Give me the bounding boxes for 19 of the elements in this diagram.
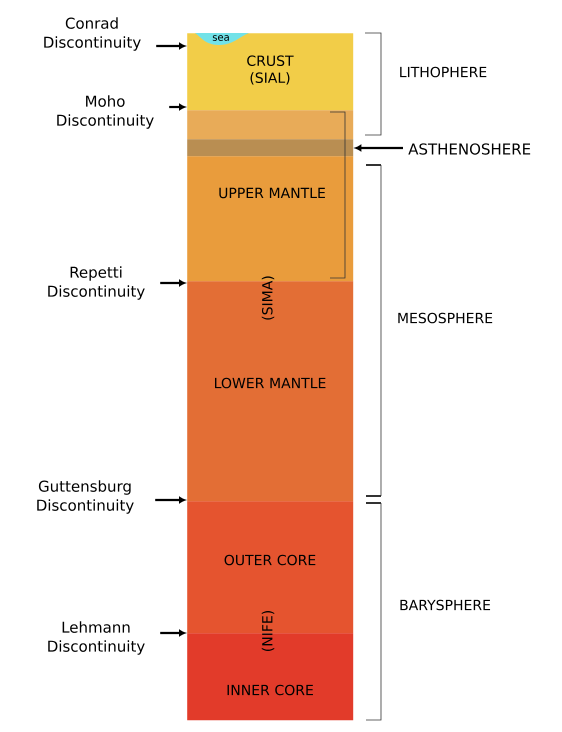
arrow <box>355 144 403 152</box>
layer-label: Repetti Discontinuity <box>48 266 145 300</box>
sphere-label: LITHOPHERE <box>400 66 486 78</box>
layer-band <box>187 139 354 156</box>
arrow <box>160 630 186 636</box>
arrow <box>169 104 186 110</box>
layer-band <box>187 110 354 140</box>
rotated-label: (SIMA) <box>262 276 274 320</box>
layer-label: Conrad Discontinuity <box>44 17 141 51</box>
rotated-label: (NIFE) <box>262 611 274 651</box>
arrow <box>156 42 186 50</box>
arrow <box>160 280 186 286</box>
layer-label: ASTHENOSHERE <box>408 143 530 155</box>
sphere-label: BARYSPHERE <box>400 600 490 610</box>
layer-label: Lehmann Discontinuity <box>48 621 145 655</box>
arrow <box>155 496 186 504</box>
layer-label: Moho Discontinuity <box>57 95 154 129</box>
sphere-label: MESOSPHERE <box>398 312 492 324</box>
layer-label: Guttensburg Discontinuity <box>37 480 134 514</box>
